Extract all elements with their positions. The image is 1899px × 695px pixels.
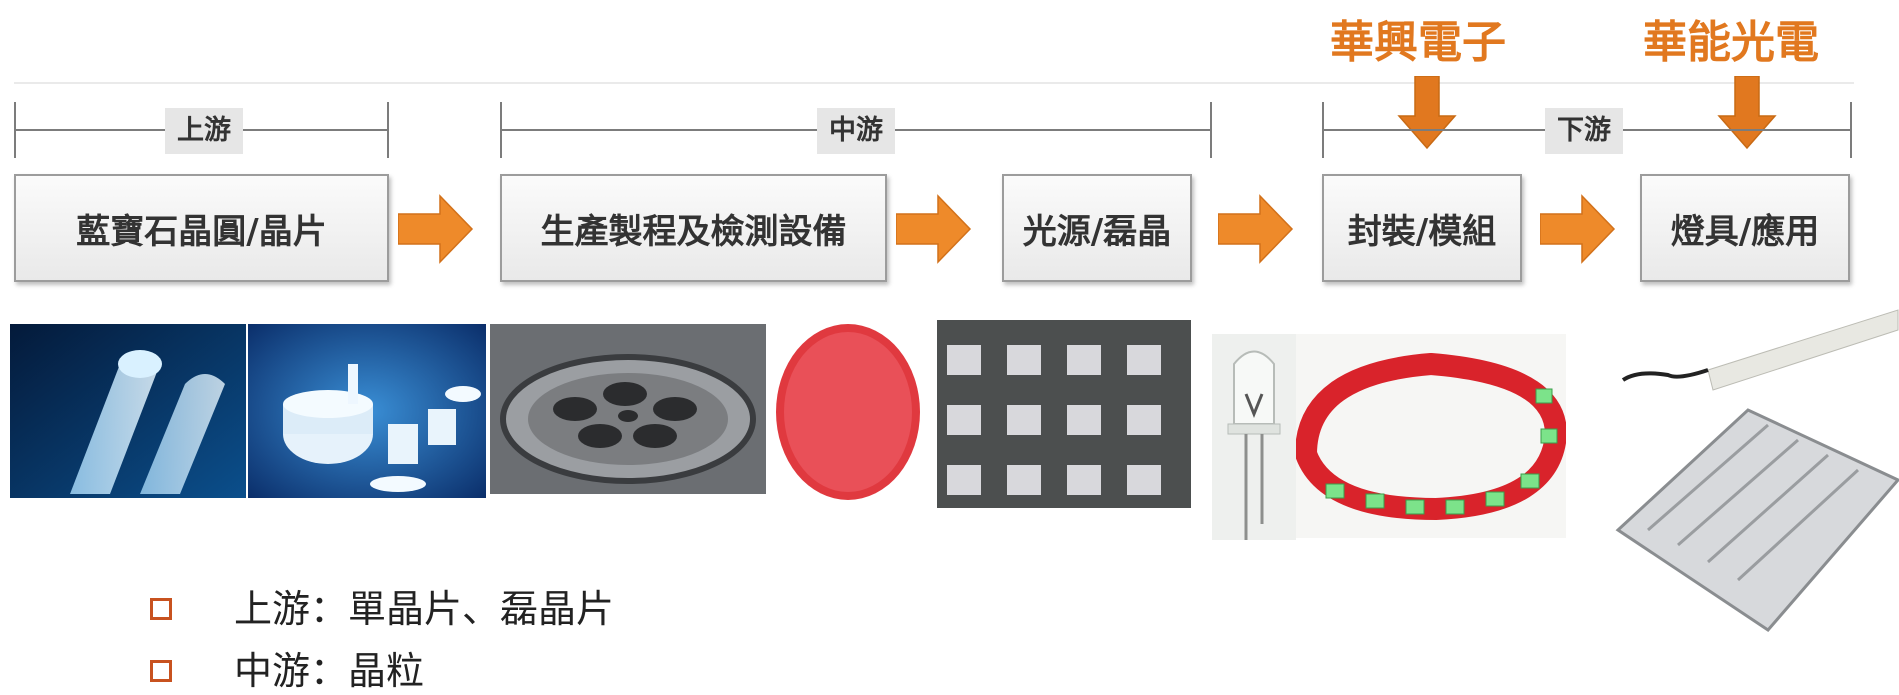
- right-arrow-icon: [896, 194, 972, 264]
- led-strip-photo: [1296, 334, 1566, 538]
- stage-box-lighting: 燈具/應用: [1640, 174, 1850, 282]
- segment-label-upstream: 上游: [165, 108, 243, 154]
- bullet-text-upstream: 上游：單晶片、磊晶片: [234, 587, 615, 631]
- right-arrow-icon: [1540, 194, 1616, 264]
- mocvd-carrier-photo: [490, 324, 766, 494]
- bullet-midstream: 中游：晶粒: [150, 640, 424, 695]
- single-led-photo: [1212, 334, 1296, 540]
- midstream-bracket: 中游: [500, 102, 1212, 158]
- top-divider: [14, 82, 1854, 84]
- company-label-huaxing: 華興電子: [1330, 17, 1506, 68]
- bullet-upstream: 上游：單晶片、磊晶片: [150, 578, 614, 633]
- company-label-huaneng: 華能光電: [1643, 17, 1819, 68]
- upstream-bracket: 上游: [14, 102, 389, 158]
- downstream-bracket: 下游: [1322, 102, 1852, 158]
- checkbox-square-icon: [150, 597, 172, 620]
- stage-box-epitaxy: 光源/磊晶: [1002, 174, 1192, 282]
- right-arrow-icon: [398, 194, 474, 264]
- led-dies-photo: [937, 320, 1191, 508]
- bullet-text-midstream: 中游：晶粒: [234, 649, 425, 693]
- stage-box-sapphire: 藍寶石晶圓/晶片: [14, 174, 389, 282]
- stage-box-packaging: 封裝/模組: [1322, 174, 1522, 282]
- led-tube-and-panel-photo: [1578, 300, 1899, 671]
- red-wafer-photo: [768, 316, 928, 502]
- sapphire-wafers-photo: [248, 324, 486, 498]
- sapphire-rods-photo: [10, 324, 246, 498]
- segment-label-downstream: 下游: [1545, 108, 1623, 154]
- stage-box-equipment: 生產製程及檢測設備: [500, 174, 887, 282]
- segment-label-midstream: 中游: [817, 108, 895, 154]
- right-arrow-icon: [1218, 194, 1294, 264]
